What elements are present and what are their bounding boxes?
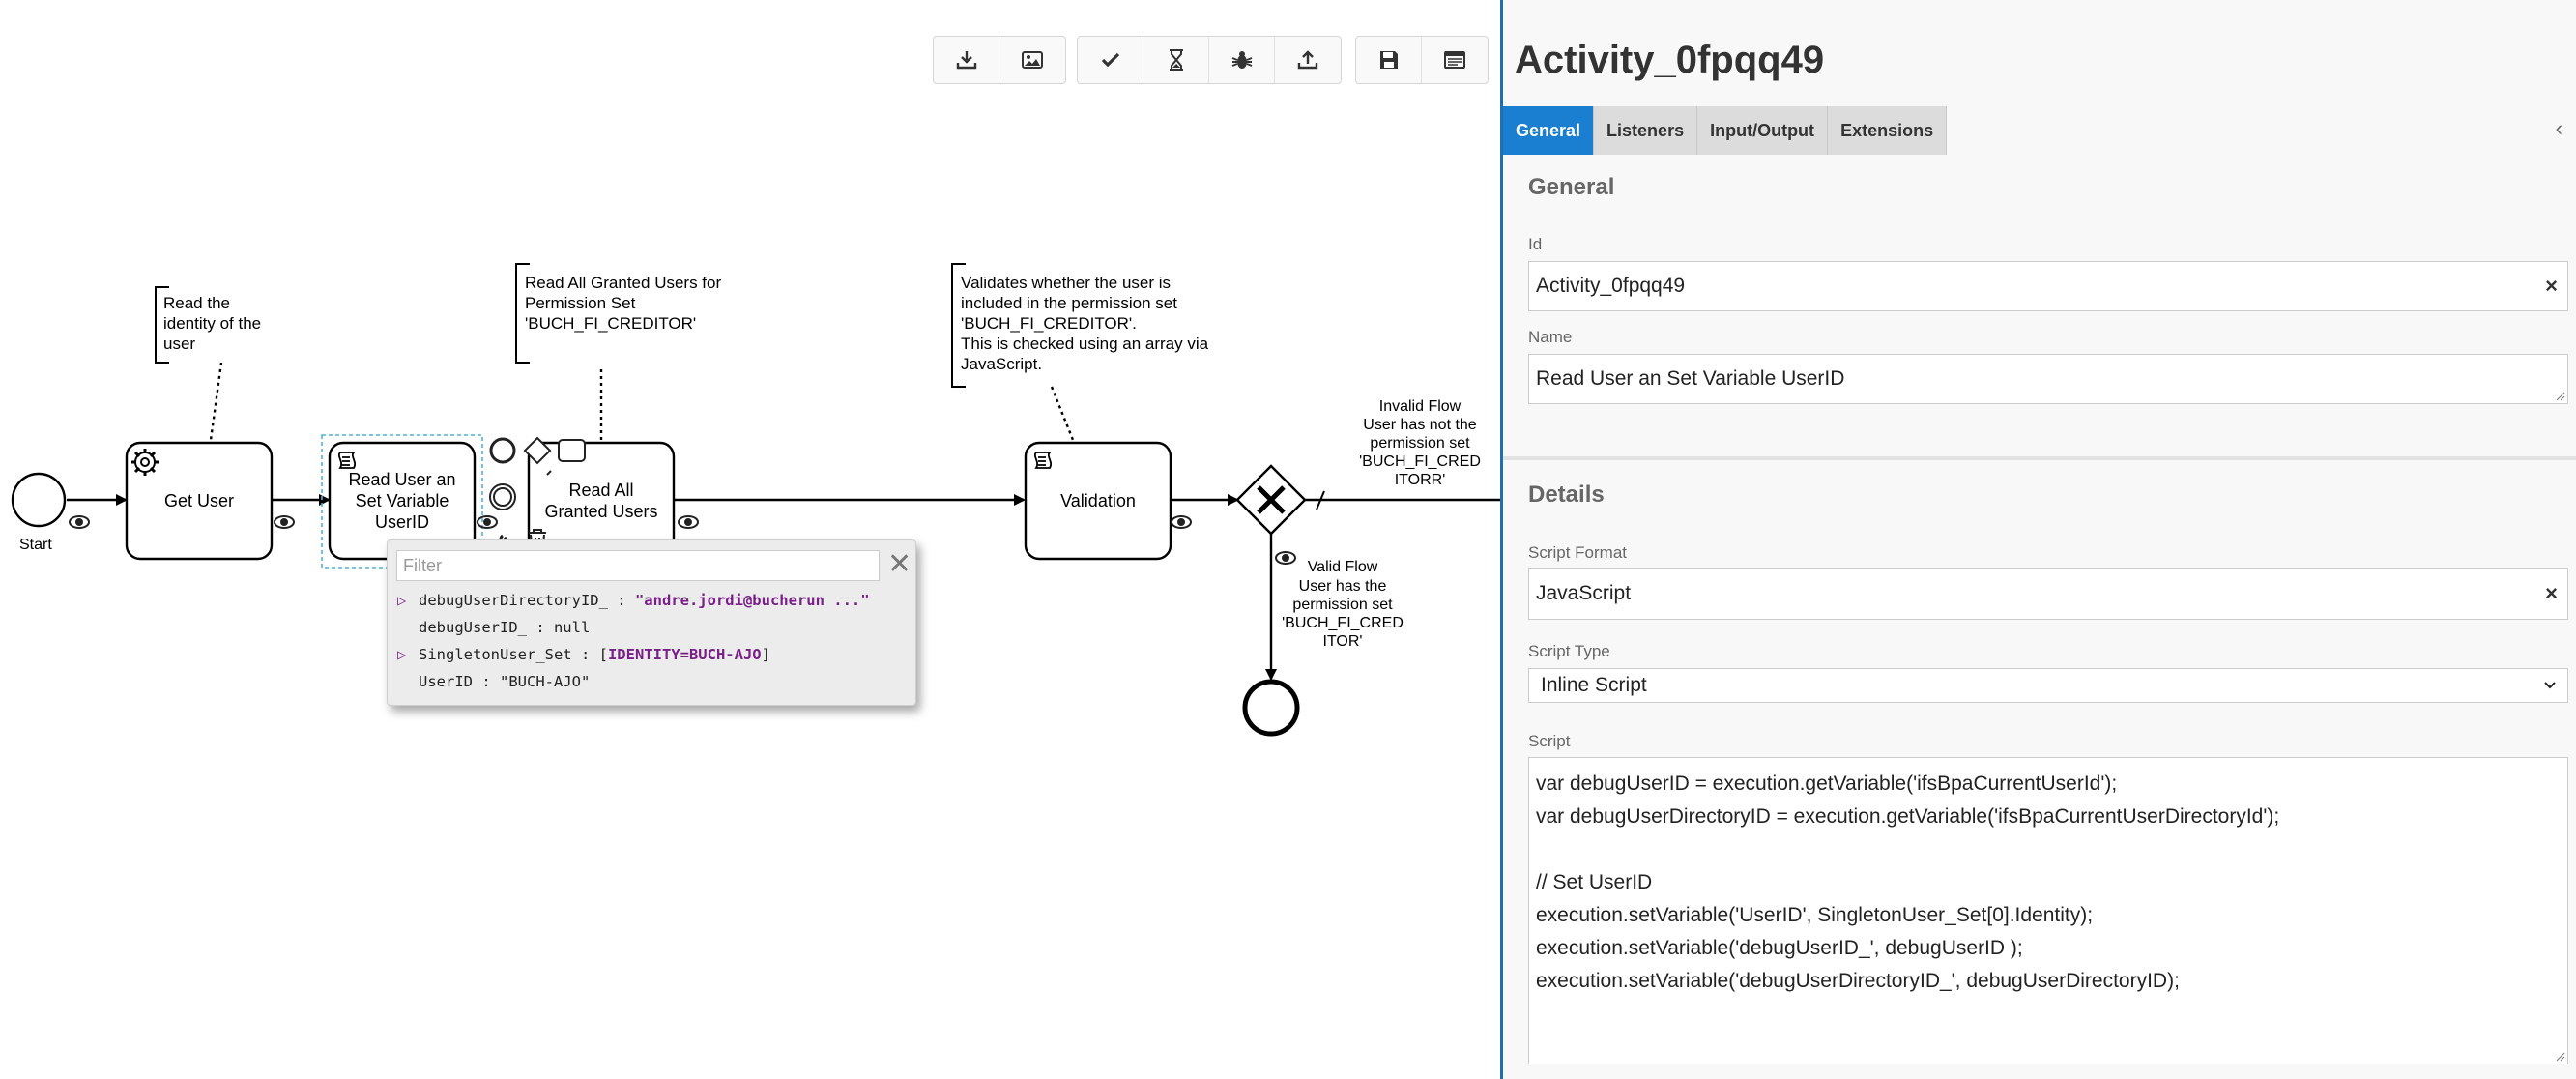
variable-row: UserID : "BUCH-AJO" [419,673,591,690]
hourglass-icon [1169,49,1183,71]
close-popup-button[interactable]: ✕ [887,548,912,580]
tab-input-output[interactable]: Input/Output [1697,106,1829,155]
upload-icon [1297,50,1318,70]
script-icon [1033,452,1053,469]
flow-label-invalid: Invalid Flow User has not the permission… [1359,398,1481,488]
variable-row[interactable]: ▷debugUserDirectoryID_ : "andre.jordi@bu… [397,592,870,609]
toolbar-file-group [1355,36,1489,84]
variable-filter-input[interactable] [396,550,880,581]
task-label-get-user: Get User [163,491,235,510]
tab-listeners[interactable]: Listeners [1594,106,1698,155]
deploy-button[interactable] [1275,37,1341,83]
resize-handle-icon[interactable] [2556,1052,2565,1062]
clear-script-format-icon[interactable]: × [2545,581,2558,605]
script-label: Script [1528,732,1571,750]
script-line [1536,833,2561,866]
start-event[interactable] [11,472,67,528]
console-button[interactable] [1422,37,1488,83]
flow-label-valid: User has the permission set 'BUCH_FI_CRE… [1282,578,1404,650]
section-title-general: General [1528,174,1615,200]
eye-markers [69,515,1296,565]
exclusive-gateway[interactable] [1235,464,1307,536]
script-line: execution.setVariable('UserID', Singleto… [1536,904,2094,926]
task-label-read-all: Read All Granted Users [544,481,658,521]
task-label-read-user: Read User an Set Variable UserID [348,470,456,532]
bpmn-canvas[interactable]: Start Get User Read User an Set Variable… [0,0,1500,1079]
resize-handle-icon[interactable] [2556,392,2565,401]
annotation-brackets [155,263,966,388]
task-validation[interactable] [1024,441,1172,561]
properties-panel: Activity_0fpqq49 General Listeners Input… [1500,0,2576,1079]
annotation-granted-users: Read All Granted Users for Permission Se… [525,274,722,333]
collapse-panel-icon[interactable]: ‹ [2555,116,2562,140]
variable-row: debugUserID_ : null [419,619,591,636]
section-title-details: Details [1528,481,1605,508]
check-icon [1101,52,1119,68]
export-image-button[interactable] [999,37,1065,83]
script-line: execution.setVariable('debugUserDirector… [1536,970,2180,992]
name-field[interactable]: Read User an Set Variable UserID [1528,354,2568,404]
expand-caret-icon[interactable]: ▷ [397,592,407,609]
script-type-label: Script Type [1528,642,1610,660]
clear-id-icon[interactable]: × [2545,274,2558,298]
variable-inspector-popup: ✕ ▷debugUserDirectoryID_ : "andre.jordi@… [387,540,916,706]
download-icon [956,51,976,70]
script-format-label: Script Format [1528,543,1628,562]
chevron-down-icon [2544,682,2556,689]
save-icon [1379,51,1398,69]
tab-general[interactable]: General [1503,106,1595,155]
append-task-icon [558,439,586,462]
image-icon [1022,51,1043,69]
script-icon [337,452,357,469]
bpmn-diagram [11,263,1500,737]
script-line: var debugUserDirectoryID = execution.get… [1536,805,2280,828]
id-field[interactable]: Activity_0fpqq49 × [1528,261,2568,311]
panel-tabs: General Listeners Input/Output Extension… [1503,106,1948,155]
task-get-user[interactable] [125,441,274,561]
append-text-annotation-icon [546,470,552,476]
append-end-event-icon [489,437,516,464]
save-button[interactable] [1356,37,1422,83]
script-line: execution.setVariable('debugUserID_', de… [1536,937,2023,959]
append-gateway-icon [523,436,552,465]
sequence-flows [67,494,1500,681]
bug-icon [1231,51,1252,69]
task-label-validation: Validation [1060,491,1136,510]
script-type-select[interactable]: Inline Script [1528,668,2568,703]
validate-button[interactable] [1078,37,1143,83]
script-line: var debugUserID = execution.getVariable(… [1536,773,2118,795]
element-title: Activity_0fpqq49 [1515,39,1825,81]
simulate-button[interactable] [1143,37,1209,83]
associations [209,362,1075,443]
download-diagram-button[interactable] [934,37,999,83]
default-flow-marker [1316,490,1325,510]
annotation-validates: Validates whether the user is included i… [961,274,1209,373]
annotation-identity: Read the identity of the user [163,294,262,353]
variable-row[interactable]: ▷SingletonUser_Set : [IDENTITY=BUCH-AJO] [397,646,770,663]
toolbar-export-group [933,36,1066,84]
toolbar-run-group [1077,36,1342,84]
script-editor[interactable]: var debugUserID = execution.getVariable(… [1528,757,2568,1064]
console-icon [1444,51,1465,69]
tab-extensions[interactable]: Extensions [1828,106,1948,155]
section-divider [1503,456,2576,460]
script-line: // Set UserID [1536,871,1653,893]
start-event-label: Start [19,537,52,553]
flow-label-valid-title: Valid Flow [1307,559,1378,575]
end-event[interactable] [1242,679,1300,737]
id-label: Id [1528,235,1543,253]
name-label: Name [1528,328,1573,346]
expand-caret-icon[interactable]: ▷ [397,646,407,663]
context-pad[interactable] [489,436,586,595]
debug-button[interactable] [1209,37,1275,83]
gear-icon [131,449,159,476]
script-format-field[interactable]: JavaScript × [1528,568,2568,620]
